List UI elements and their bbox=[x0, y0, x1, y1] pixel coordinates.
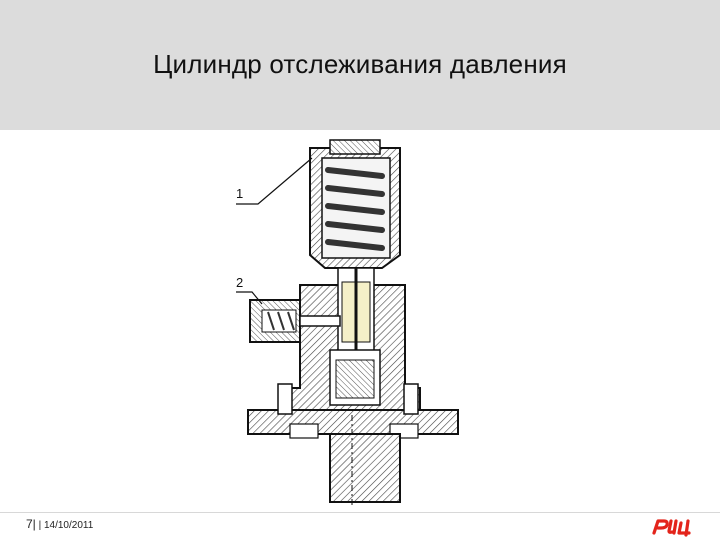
callout-2: 2 bbox=[236, 275, 243, 290]
page-number: 7| bbox=[26, 517, 36, 531]
leader-lines bbox=[236, 157, 313, 305]
title-band bbox=[0, 0, 720, 130]
outlet-stem bbox=[329, 415, 401, 505]
footer: 7| | 14/10/2011 bbox=[26, 517, 93, 531]
side-fitting bbox=[249, 299, 341, 343]
footer-divider bbox=[0, 512, 720, 513]
callout-1: 1 bbox=[236, 186, 243, 201]
slide-title: Цилиндр отслеживания давления bbox=[153, 49, 567, 79]
mounting-flange bbox=[247, 383, 459, 439]
footer-date: | 14/10/2011 bbox=[38, 520, 94, 531]
spring bbox=[325, 167, 385, 251]
rzd-logo-icon bbox=[652, 519, 691, 537]
valve-body bbox=[289, 267, 421, 411]
cylinder-cap bbox=[309, 139, 401, 269]
pressure-cylinder-drawing: 1 2 bbox=[236, 139, 459, 505]
